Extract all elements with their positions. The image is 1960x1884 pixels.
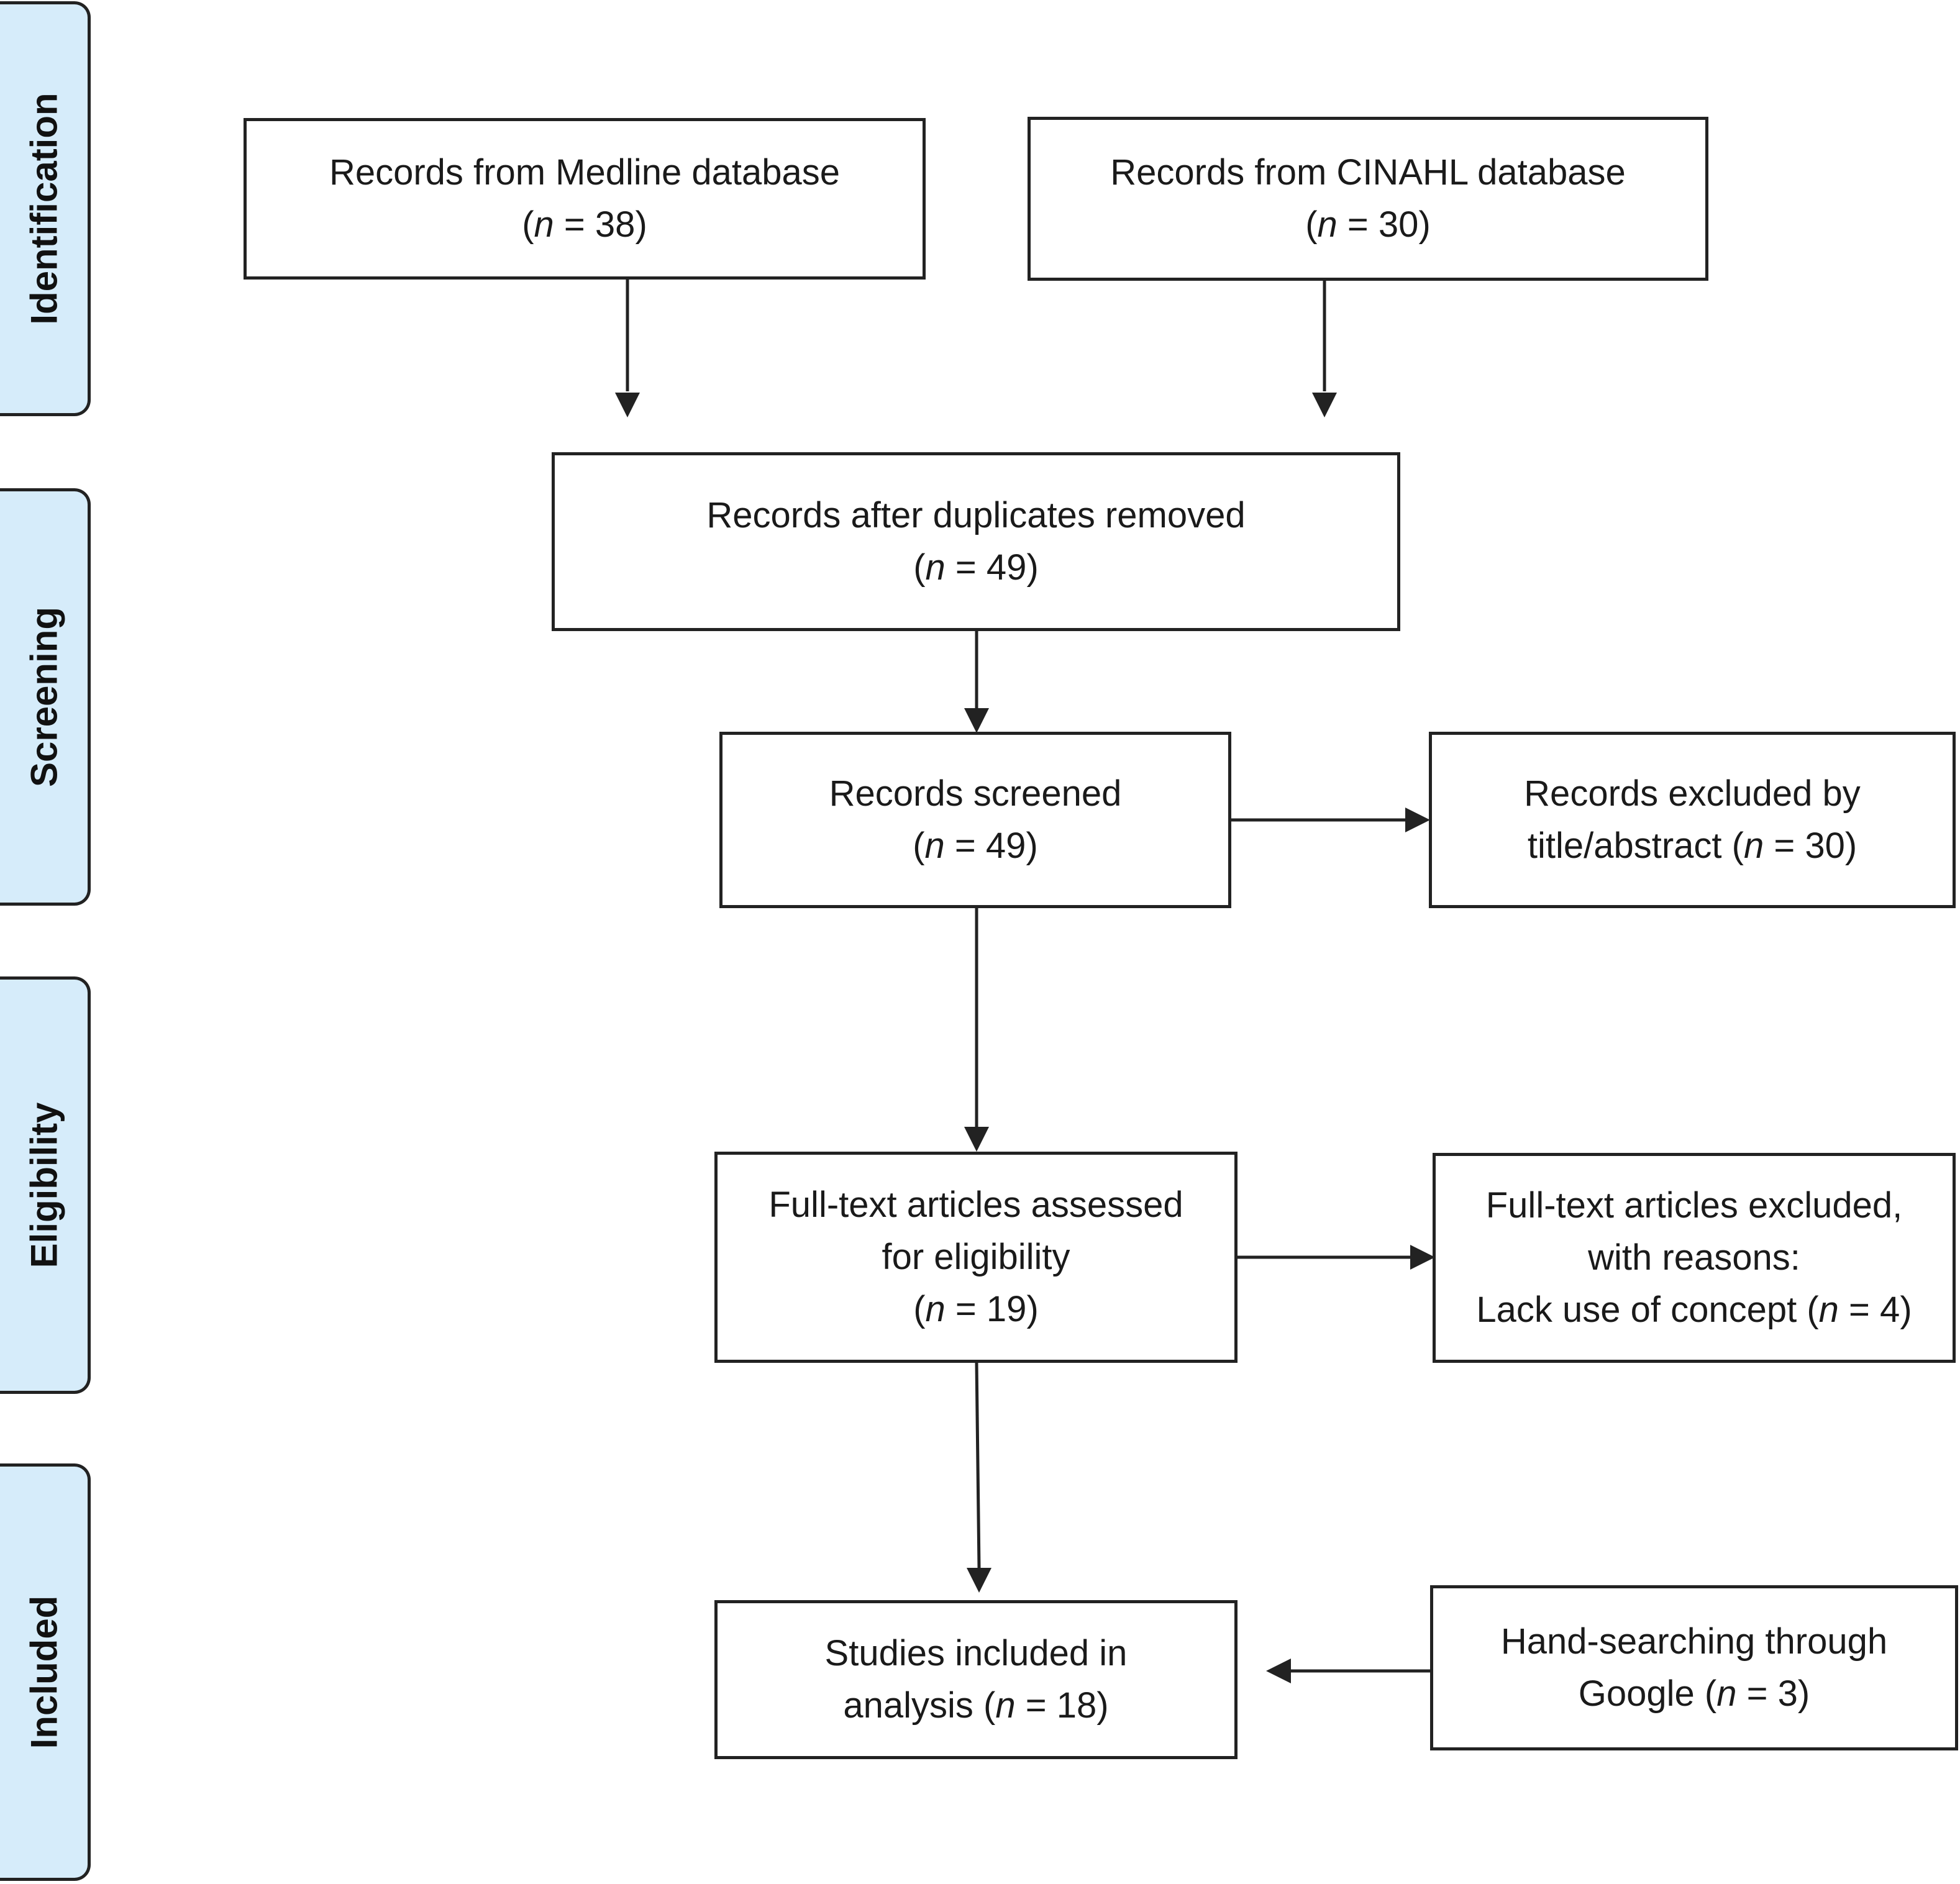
arrow-fulltext-to-included [975,1362,981,1568]
fulltext-excluded-line1: Full-text articles excluded, [1485,1185,1903,1226]
cinahl-title: Records from CINAHL database [1110,152,1626,193]
arrowhead-handsearch [1266,1659,1291,1683]
medline-title: Records from Medline database [329,152,841,193]
arrowhead-screened [964,708,989,733]
stage-included: Included [0,1463,91,1881]
arrowhead-cinahl [1312,393,1337,417]
box-fulltext-assessed: Full-text articles assessed for eligibil… [714,1152,1238,1363]
box-records-screened: Records screened (n = 49) [719,732,1231,908]
stage-eligibility: Eligibility [0,976,91,1394]
box-studies-included: Studies included in analysis (n = 18) [714,1600,1238,1759]
fulltext-assessed-line1: Full-text articles assessed [768,1184,1183,1225]
arrowhead-fulltext [964,1127,989,1152]
arrowhead-fulltext-excluded [1410,1245,1435,1270]
box-fulltext-excluded: Full-text articles excluded, with reason… [1433,1153,1956,1363]
included-line2: analysis (n = 18) [843,1685,1109,1726]
screened-title: Records screened [829,773,1122,814]
handsearch-line2: Google (n = 3) [1578,1673,1810,1714]
medline-count: (n = 38) [522,204,647,245]
cinahl-count: (n = 30) [1305,204,1431,245]
box-excluded-title-abstract: Records excluded by title/abstract (n = … [1429,732,1956,908]
fulltext-assessed-count: (n = 19) [913,1289,1039,1330]
fulltext-excluded-line3: Lack use of concept (n = 4) [1476,1290,1912,1331]
fulltext-excluded-line2: with reasons: [1588,1237,1800,1278]
stage-screening: Screening [0,488,91,906]
fulltext-assessed-line2: for eligibility [882,1236,1070,1277]
box-hand-searching: Hand-searching through Google (n = 3) [1430,1585,1958,1750]
screened-count: (n = 49) [913,826,1038,866]
arrowhead-included [967,1568,991,1593]
included-line1: Studies included in [824,1632,1128,1673]
box-medline-records: Records from Medline database (n = 38) [244,118,926,280]
duplicates-title: Records after duplicates removed [706,494,1246,535]
arrowhead-excluded [1405,808,1430,832]
stage-identification: Identification [0,1,91,416]
duplicates-count: (n = 49) [913,547,1039,588]
arrowhead-medline [615,393,640,417]
box-duplicates-removed: Records after duplicates removed (n = 49… [552,452,1400,631]
excluded-title-line1: Records excluded by [1524,773,1861,814]
box-cinahl-records: Records from CINAHL database (n = 30) [1028,117,1708,281]
excluded-title-line2: title/abstract (n = 30) [1527,826,1857,866]
handsearch-line1: Hand-searching through [1500,1621,1888,1662]
